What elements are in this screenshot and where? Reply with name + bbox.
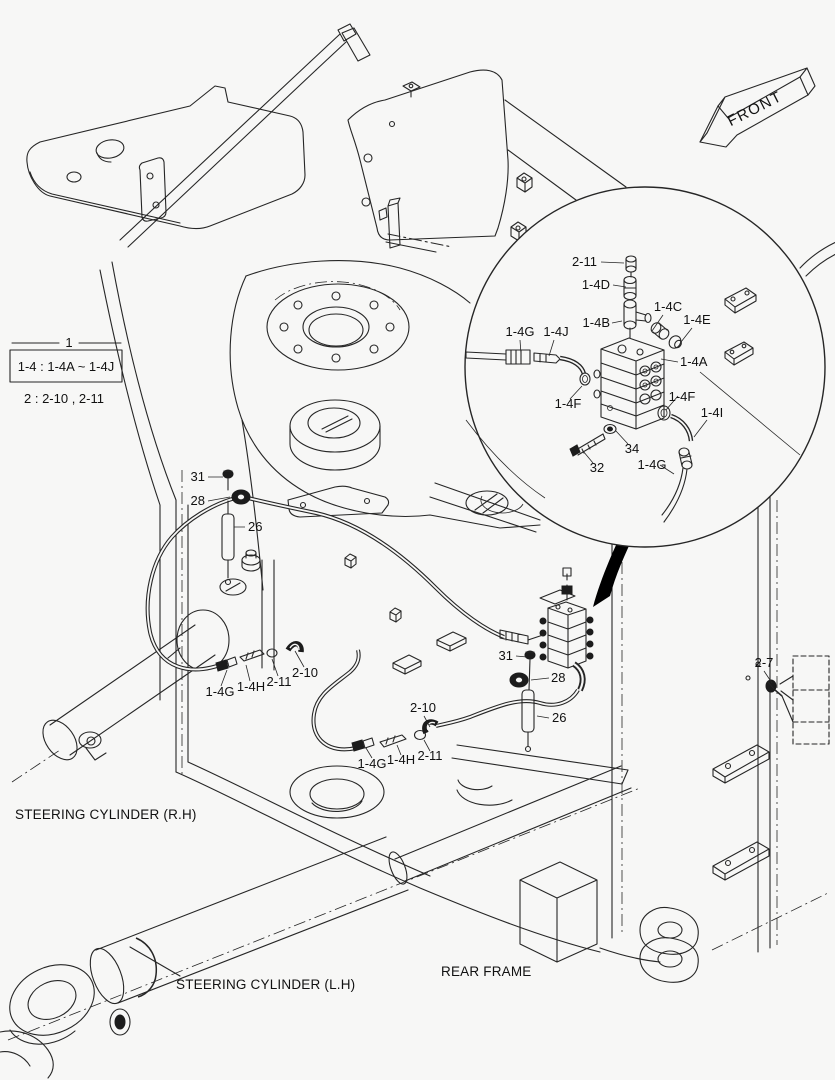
bottom-floor — [175, 540, 829, 983]
part-label-1-4H: 1-4H — [237, 679, 265, 694]
part-label-34: 34 — [625, 441, 639, 456]
fitting-row-rh — [215, 641, 304, 672]
part-label-1-4G: 1-4G — [206, 684, 235, 699]
part-label-1-4B: 1-4B — [583, 315, 610, 330]
part-label-2-11: 2-11 — [572, 254, 597, 269]
clamp-damper-left — [221, 469, 251, 586]
steering-cylinder-lh — [0, 765, 641, 1079]
valve-assembly — [499, 567, 594, 692]
part-label-2-10: 2-10 — [410, 700, 436, 715]
part-label-1-4C: 1-4C — [654, 299, 682, 314]
swing-platform — [219, 260, 541, 675]
fitting-row-lh — [351, 719, 439, 752]
leader-lines-main — [207, 476, 773, 759]
part-label-26: 26 — [552, 710, 566, 725]
part-label-2-11: 2-11 — [266, 674, 291, 689]
part-label-2-7: 2-7 — [755, 655, 774, 670]
detail-circle — [464, 186, 826, 548]
part-label-1-4I: 1-4I — [701, 405, 723, 420]
part-label-26: 26 — [248, 519, 262, 534]
caption-rear-frame: REAR FRAME — [441, 964, 532, 979]
part-label-1-4E: 1-4E — [683, 312, 711, 327]
part-label-1-4A: 1-4A — [680, 354, 708, 369]
part-label-1-4D: 1-4D — [582, 277, 610, 292]
part-label-28: 28 — [551, 670, 565, 685]
left-frame-edge — [99, 261, 189, 775]
mounting-bar — [712, 841, 770, 881]
part-label-1-4H: 1-4H — [387, 752, 415, 767]
upper-arch-frame — [119, 23, 627, 248]
part-label-1-4G: 1-4G — [358, 756, 387, 771]
clamp-damper-right — [509, 650, 536, 753]
part-label-1-4F: 1-4F — [555, 396, 582, 411]
caption-steering-cylinder-rh: STEERING CYLINDER (R.H) — [15, 807, 197, 822]
fitting-2-7 — [745, 655, 830, 745]
part-label-31: 31 — [191, 469, 205, 484]
legend-box-text: 1-4 : 1-4A ~ 1-4J — [18, 359, 114, 374]
front-arrow: FRONT — [699, 67, 816, 148]
side-panel — [347, 69, 533, 253]
legend-note: 2 : 2-10 , 2-11 — [24, 391, 104, 406]
hydraulic-hose-lh — [311, 649, 580, 752]
caption-steering-cylinder-lh: STEERING CYLINDER (L.H) — [176, 977, 355, 992]
hydraulic-hose-rh — [145, 495, 505, 672]
mounting-bar — [712, 744, 770, 784]
legend-callout: 1 — [65, 335, 72, 350]
part-label-1-4G: 1-4G — [638, 457, 667, 472]
part-label-1-4G: 1-4G — [506, 324, 535, 339]
steering-cylinder-rh — [11, 609, 230, 783]
part-label-31: 31 — [499, 648, 513, 663]
part-labels-layer: 2-11 1-4D 1-4C1-4E 1-4B 1-4G 1-4J 1-4A 1-4F 1-4F… — [191, 254, 774, 771]
legend: 1 1-4 : 1-4A ~ 1-4J 2 : 2-10 , 2-11 — [9, 335, 123, 406]
captions-layer: STEERING CYLINDER (R.H) STEERING CYLINDER… — [15, 807, 532, 992]
part-label-32: 32 — [590, 460, 604, 475]
part-label-1-4J: 1-4J — [543, 324, 568, 339]
right-frame — [712, 241, 835, 953]
part-label-28: 28 — [191, 493, 205, 508]
upper-left-bracket-plate — [26, 85, 306, 230]
part-label-2-10: 2-10 — [292, 665, 318, 680]
leader-lines-detail — [519, 261, 708, 475]
part-label-2-11: 2-11 — [417, 748, 442, 763]
part-label-1-4F: 1-4F — [669, 389, 696, 404]
